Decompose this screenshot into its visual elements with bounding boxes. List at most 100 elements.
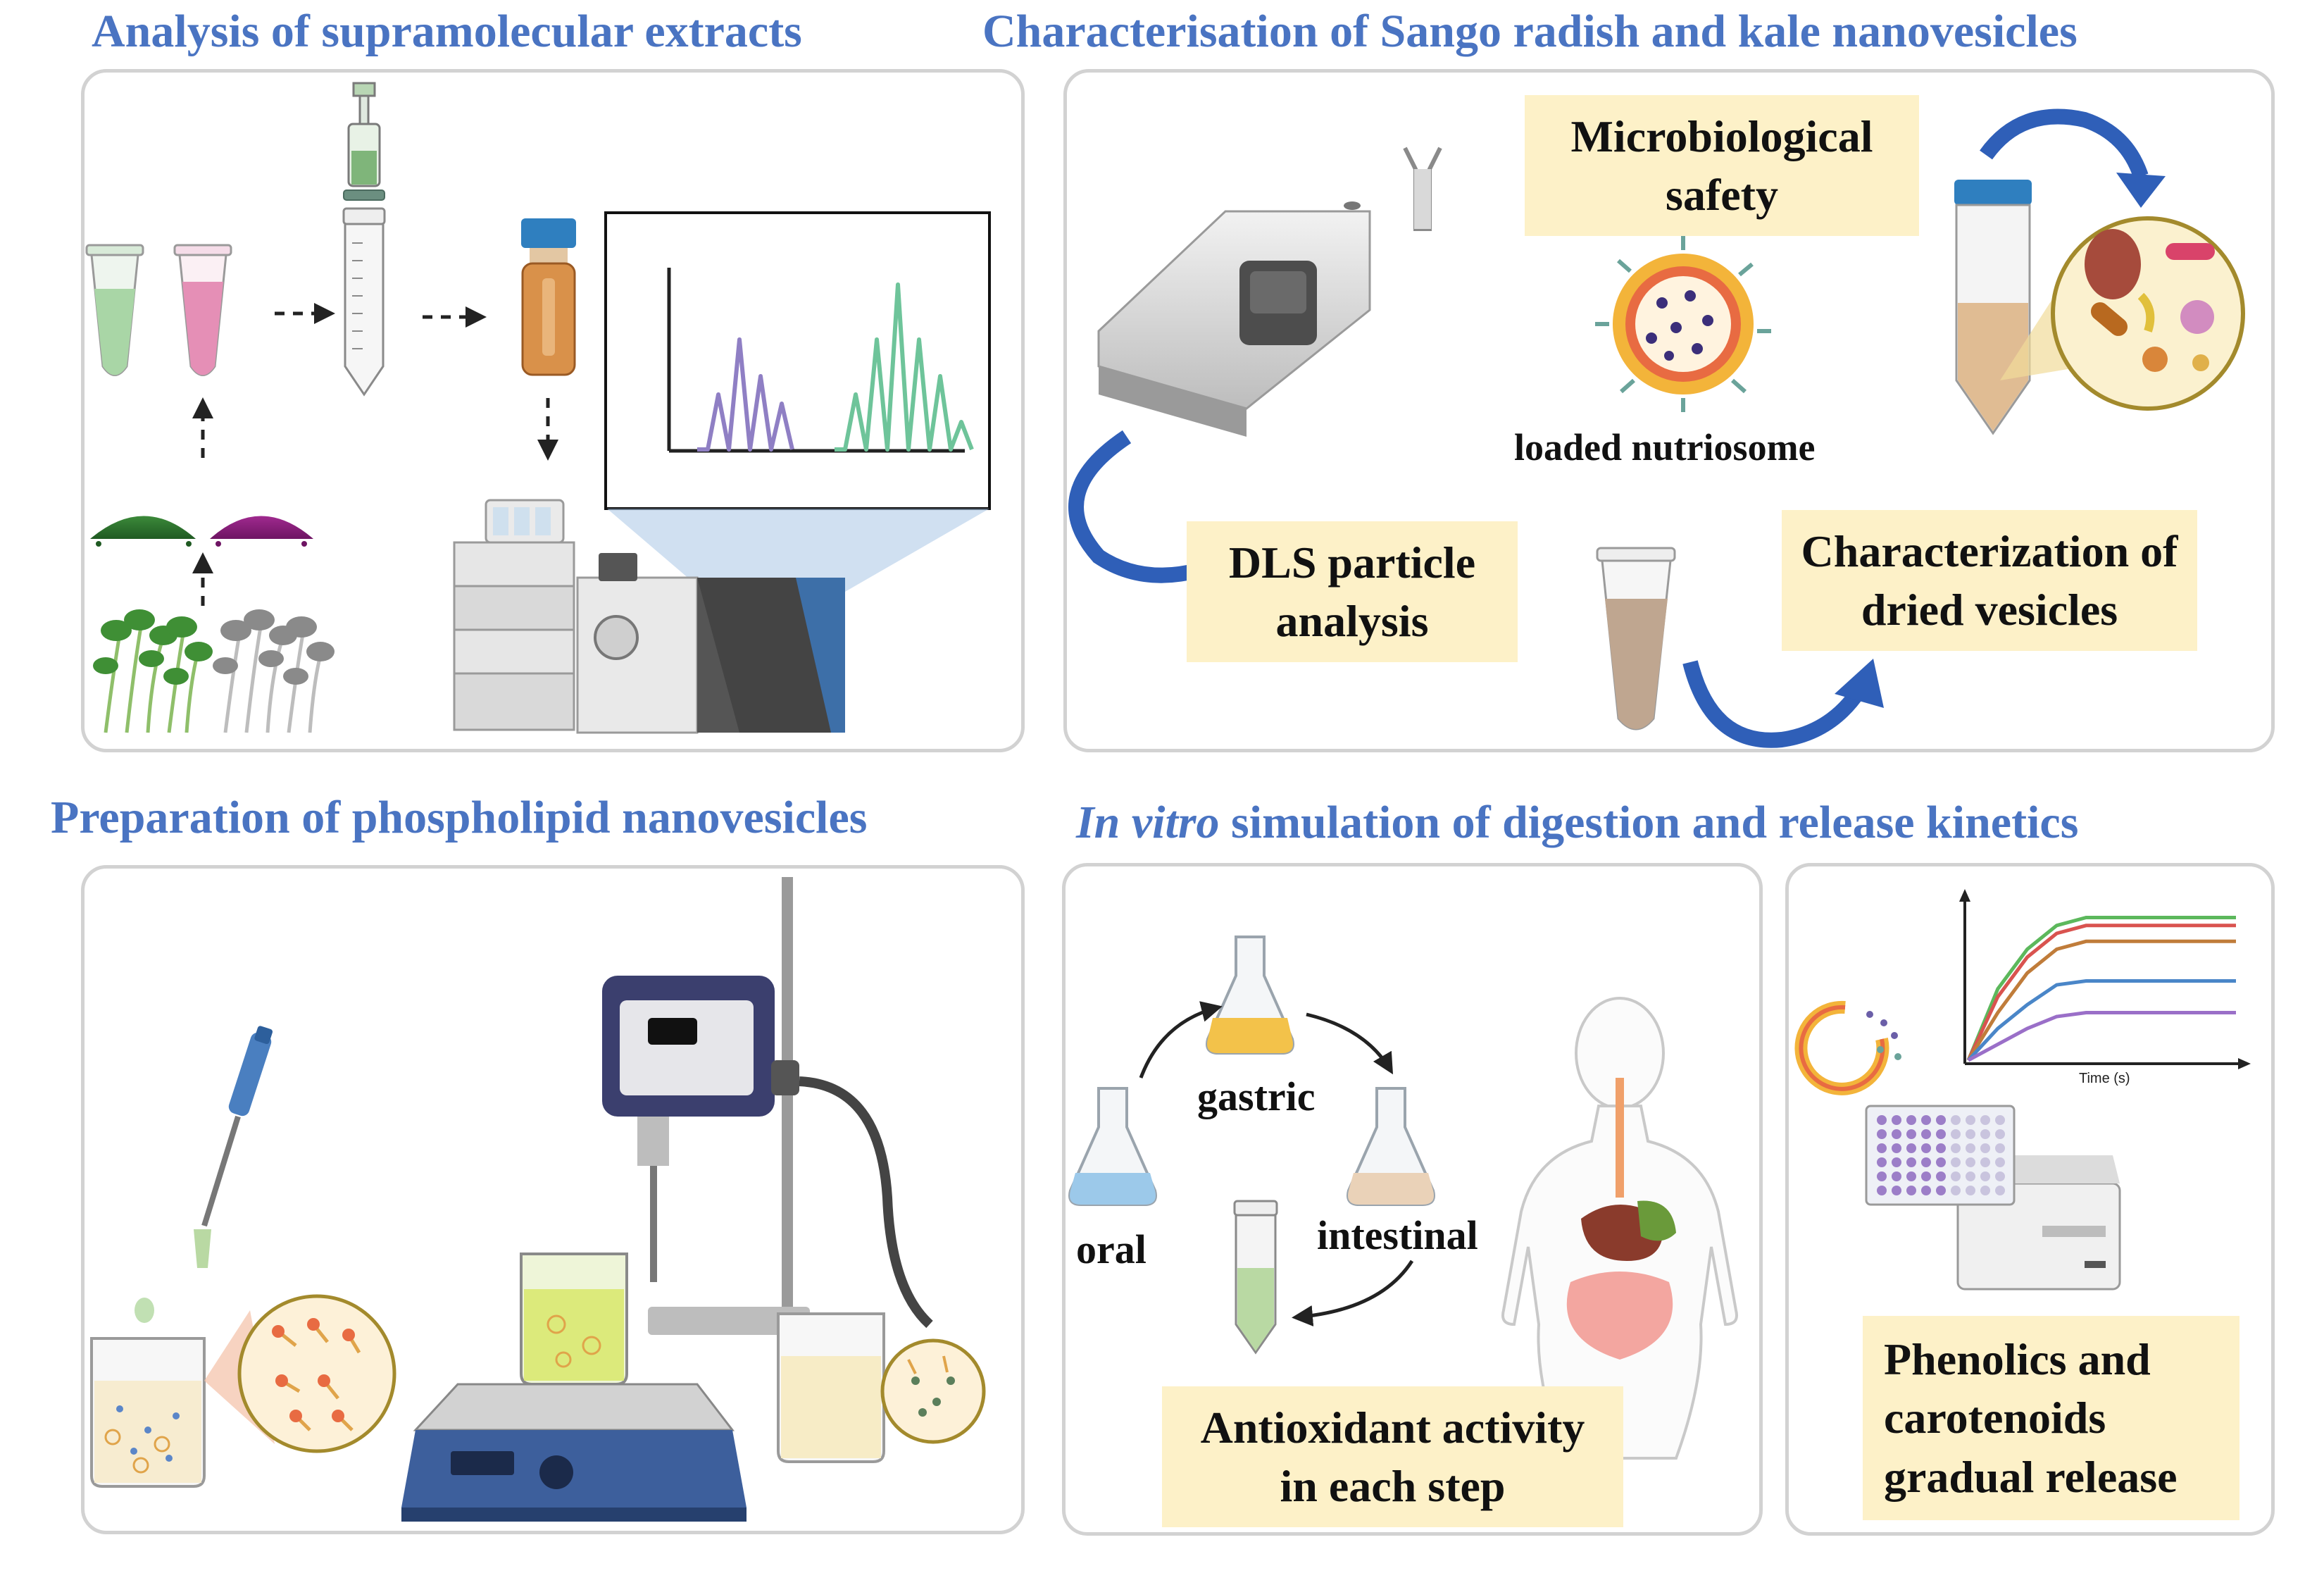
curved-arrow	[1682, 660, 1866, 748]
well	[1980, 1129, 1990, 1139]
human-body-icon	[1501, 997, 1738, 1460]
well	[1936, 1129, 1946, 1139]
invitro-title-italic: In vitro	[1076, 797, 1220, 848]
release-series-line	[1967, 979, 2236, 1062]
eppendorf-tube-icon	[85, 244, 144, 376]
chromatogram-axes	[667, 268, 965, 453]
falcon-tube-icon	[1233, 1200, 1278, 1355]
intestinal-label: intestinal	[1317, 1212, 1478, 1258]
well	[1966, 1115, 1975, 1125]
well	[1995, 1186, 2005, 1195]
dls-instrument-icon	[1097, 201, 1371, 437]
well	[1966, 1129, 1975, 1139]
well	[1951, 1157, 1961, 1167]
liposome-icon	[1794, 1000, 1901, 1095]
chromatogram-frame	[604, 211, 991, 510]
beaker-icon	[520, 1253, 628, 1386]
dried-vesicles-label: Characterization of dried vesicles	[1782, 510, 2197, 651]
flask-icon	[1347, 1087, 1435, 1206]
analysis-title: Analysis of supramolecular extracts	[92, 6, 802, 57]
well	[1995, 1171, 2005, 1181]
eppendorf-tube-icon	[1596, 547, 1676, 731]
well	[1951, 1143, 1961, 1153]
release-series-line	[1966, 939, 2236, 1062]
microbes-icon	[880, 1338, 986, 1444]
release-series-line	[1967, 1011, 2236, 1062]
well	[1966, 1171, 1975, 1181]
gastric-label: gastric	[1197, 1074, 1316, 1119]
well	[1906, 1171, 1916, 1181]
phenolics-label: Phenolics and carotenoids gradual releas…	[1863, 1316, 2239, 1520]
falcon-tube-icon	[1954, 180, 2032, 435]
well	[1966, 1157, 1975, 1167]
pipette-icon	[194, 1026, 273, 1268]
well	[1892, 1143, 1901, 1153]
well	[1877, 1143, 1887, 1153]
powder-pile-icon	[210, 516, 313, 547]
well	[1906, 1186, 1916, 1195]
well	[1921, 1157, 1931, 1167]
beaker-icon	[777, 1312, 885, 1463]
well	[1951, 1171, 1961, 1181]
well	[1936, 1143, 1946, 1153]
antioxidant-label: Antioxidant activity in each step	[1162, 1386, 1623, 1527]
well	[1906, 1129, 1916, 1139]
hplc-instrument-icon	[453, 499, 845, 734]
time-axis-label: Time (s)	[2079, 1071, 2130, 1086]
falcon-tube-icon	[342, 207, 386, 397]
flask-icon	[1068, 1087, 1157, 1206]
chromatogram-peaks	[835, 282, 974, 452]
preparation-title: Preparation of phospholipid nanovesicles	[51, 792, 868, 843]
beaker-icon	[90, 1337, 206, 1488]
well	[1951, 1129, 1961, 1139]
well	[1966, 1143, 1975, 1153]
well	[1877, 1171, 1887, 1181]
microbiological-safety-label: Microbiological safety	[1525, 95, 1919, 236]
well	[1995, 1157, 2005, 1167]
well-plate-icon	[1865, 1105, 2016, 1206]
liposome-icon	[237, 1294, 396, 1453]
well	[1921, 1129, 1931, 1139]
well	[1995, 1129, 2005, 1139]
liposome-icon	[1595, 236, 1771, 412]
well	[1995, 1143, 2005, 1153]
sprouts-icon	[93, 609, 335, 733]
invitro-title: In vitro simulation of digestion and rel…	[1076, 800, 2078, 846]
well	[1921, 1143, 1931, 1153]
chromatogram-peaks	[697, 337, 794, 452]
well	[1936, 1157, 1946, 1167]
well	[1921, 1115, 1931, 1125]
release-plot	[1966, 916, 2236, 1062]
well	[1980, 1186, 1990, 1195]
zoom-wedge	[607, 509, 989, 592]
release-series-line	[1966, 924, 2236, 1062]
well	[1877, 1115, 1887, 1125]
well	[1892, 1186, 1901, 1195]
well	[1921, 1186, 1931, 1195]
well	[1980, 1143, 1990, 1153]
well	[1936, 1186, 1946, 1195]
curved-arrow	[1068, 430, 1199, 583]
cuvette-icon	[1403, 147, 1442, 231]
loaded-nutriosome-label: loaded nutriosome	[1514, 426, 1816, 468]
homogenizer-icon	[602, 976, 933, 1329]
well	[1906, 1115, 1916, 1125]
well	[1892, 1129, 1901, 1139]
invitro-title-rest: simulation of digestion and release kine…	[1219, 797, 2079, 848]
well	[1936, 1171, 1946, 1181]
well	[1892, 1115, 1901, 1125]
well	[1877, 1129, 1887, 1139]
characterisation-title: Characterisation of Sango radish and kal…	[982, 6, 2078, 57]
well	[1980, 1115, 1990, 1125]
chromatogram-plot	[697, 282, 974, 452]
eppendorf-tube-icon	[173, 244, 232, 376]
powder-pile-icon	[90, 516, 196, 547]
well	[1951, 1115, 1961, 1125]
well	[1877, 1186, 1887, 1195]
microbes-icon	[2051, 216, 2245, 411]
syringe-icon	[343, 82, 385, 201]
release-axes	[1963, 898, 2239, 1065]
dls-particle-analysis-label: DLS particle analysis	[1187, 521, 1518, 662]
well	[1906, 1157, 1916, 1167]
